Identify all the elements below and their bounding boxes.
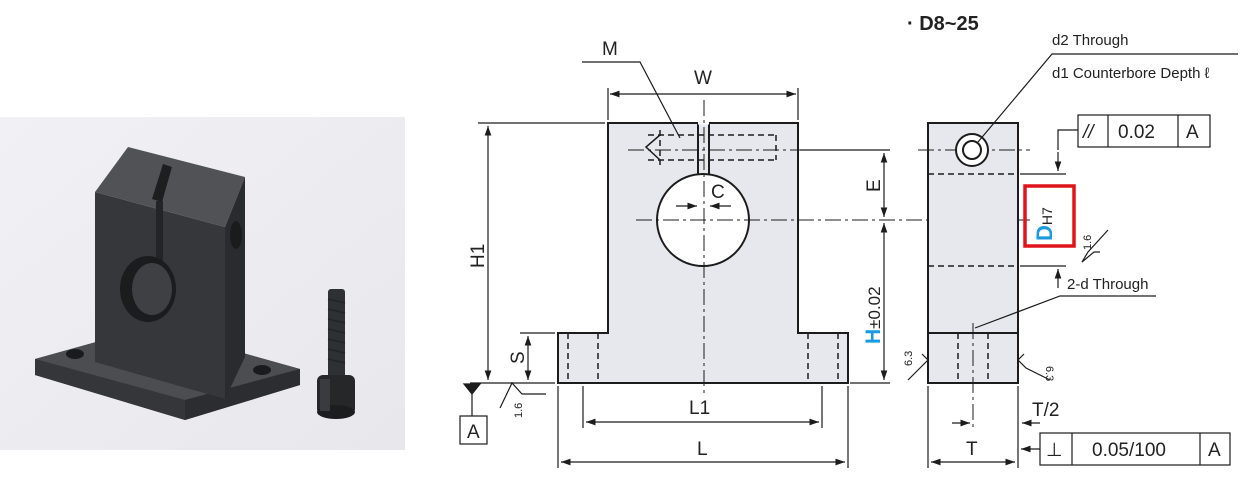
- technical-drawing: · D8~25 W M C: [459, 13, 1238, 468]
- parallelism-value: 0.02: [1118, 122, 1155, 143]
- dim-l-label: L: [697, 439, 708, 460]
- bracket-photo: [35, 147, 300, 420]
- dim-h-label: H±0.02: [862, 286, 885, 344]
- note-2d-through: 2-d Through: [1067, 276, 1148, 293]
- roughness-right-label: 6.3: [1043, 366, 1055, 381]
- bolt-photo: [317, 289, 355, 419]
- note-d1-counterbore: d1 Counterbore Depth ℓ: [1052, 65, 1210, 82]
- dim-s-label: S: [508, 351, 529, 364]
- dim-l1-label: L1: [689, 398, 710, 419]
- perpendicularity-datum: A: [1208, 440, 1221, 461]
- perpendicularity-value: 0.05/100: [1092, 440, 1166, 461]
- dim-t-half-label: T/2: [1032, 400, 1059, 421]
- dim-h-tolerance: ±0.02: [865, 286, 884, 328]
- roughness-left-label: 6.3: [903, 351, 915, 366]
- roughness-base-label: 1.6: [513, 403, 525, 418]
- roughness-bore-label: 1.6: [1082, 235, 1094, 250]
- product-photo: [0, 117, 405, 450]
- parallelism-symbol: //: [1081, 122, 1095, 143]
- dim-e-label: E: [864, 179, 885, 192]
- datum-a-box: [459, 415, 488, 445]
- dim-c-label: C: [711, 182, 725, 203]
- dim-h-letter: H: [862, 329, 885, 344]
- dim-w-label: W: [694, 68, 712, 89]
- dim-t-label: T: [966, 439, 978, 460]
- parallelism-datum: A: [1186, 122, 1199, 143]
- dim-d-fit: H7: [1039, 207, 1055, 225]
- perpendicularity-symbol: ⊥: [1046, 440, 1063, 461]
- dim-d-letter: D: [1032, 225, 1057, 241]
- dim-h1-label: H1: [468, 244, 489, 268]
- dim-m-label: M: [602, 39, 618, 60]
- size-range-label: · D8~25: [907, 13, 979, 35]
- dim-d-label: DH7: [1032, 207, 1057, 241]
- highlight-box: [1023, 184, 1076, 248]
- note-d2-through: d2 Through: [1052, 32, 1128, 49]
- datum-a-label: A: [467, 422, 480, 443]
- counterbore-inner: [962, 140, 982, 160]
